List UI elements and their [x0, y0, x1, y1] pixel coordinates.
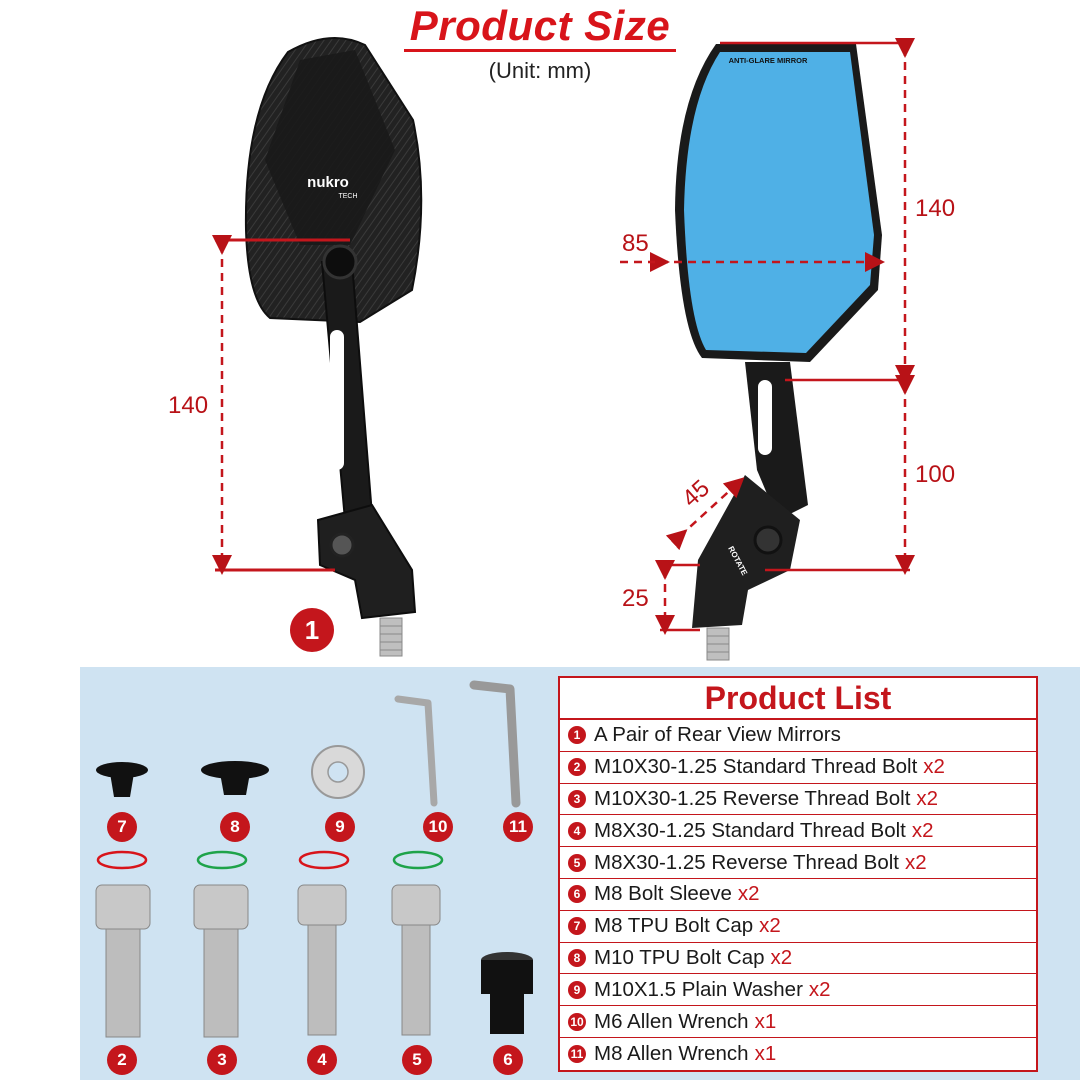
rotate-arrow-standard [196, 850, 248, 870]
unit-note: (Unit: mm) [488, 58, 592, 83]
left-mirror-thread [379, 617, 403, 657]
row-number-badge: 11 [568, 1044, 586, 1063]
row-number-badge: 9 [568, 980, 586, 999]
tpu-cap-m10 [201, 761, 269, 795]
tpu-cap-m8 [96, 762, 148, 797]
badge-mirror: 1 [290, 608, 334, 652]
rotate-arrow-reverse [96, 850, 148, 870]
dim-right-stem: 100 [915, 461, 956, 488]
part-badge-3: 3 [207, 1045, 237, 1075]
part-badge-9: 9 [325, 812, 355, 842]
row-number-badge: 7 [568, 917, 586, 936]
allen-wrench-m6 [394, 695, 438, 807]
row-item-text: M8 Allen Wrench [594, 1041, 749, 1065]
left-mirror-arm-slot [330, 330, 344, 470]
bolt-m10-standard [95, 884, 151, 1038]
right-mirror-mount [692, 475, 800, 628]
row-number-badge: 5 [568, 853, 586, 872]
row-item-qty: x1 [754, 1041, 777, 1065]
left-mirror-pivot [322, 244, 358, 280]
row-item-qty: x2 [808, 977, 831, 1001]
dim-left-arm: 140 [168, 392, 209, 419]
right-mirror-glass [684, 52, 874, 353]
part-badge-2: 2 [107, 1045, 137, 1075]
product-list-title: Product List [560, 678, 1036, 720]
part-badge-4: 4 [307, 1045, 337, 1075]
row-item-text: M6 Allen Wrench [594, 1009, 749, 1033]
row-number-badge: 8 [568, 948, 586, 967]
row-item-qty: x2 [770, 945, 793, 969]
left-mirror-facet [265, 50, 395, 245]
part-badge-10: 10 [423, 812, 453, 842]
dim-right-base: 25 [622, 585, 649, 612]
product-list: Product List 1 A Pair of Rear View Mirror… [558, 676, 1038, 1072]
row-number-badge: 6 [568, 885, 586, 904]
row-item-text: M8 Bolt Sleeve [594, 882, 732, 906]
parts-illustration [95, 680, 533, 1038]
part-badge-7: 7 [107, 812, 137, 842]
bolt-m8-reverse [391, 884, 441, 1036]
right-mirror-arm-slot [758, 380, 772, 455]
row-item-text: M8 TPU Bolt Cap [594, 914, 754, 938]
row-item-qty: x2 [905, 850, 927, 874]
row-number-badge: 4 [568, 821, 586, 840]
row-item-text: A Pair of Rear View Mirrors [594, 723, 841, 747]
part-badge-5: 5 [402, 1045, 432, 1075]
row-number-badge: 2 [568, 758, 586, 777]
row-item-qty: x2 [911, 818, 934, 842]
left-mirror-brand-sub: TECH [338, 193, 357, 200]
row-item-qty: x2 [759, 914, 781, 938]
row-number-badge: 1 [568, 726, 586, 745]
row-item-qty: x2 [916, 786, 939, 810]
row-item-qty: x2 [923, 755, 945, 779]
row-item-text: M10X1.5 Plain Washer [594, 977, 803, 1001]
row-item-text: M10 TPU Bolt Cap [594, 945, 765, 969]
rotate-arrow-standard-2 [392, 850, 444, 870]
product-list-row: 1 A Pair of Rear View Mirrors [560, 720, 1036, 752]
right-mirror-mount-bolt [753, 525, 783, 555]
plain-washer [311, 745, 365, 799]
left-mirror-mount [316, 503, 417, 620]
part-badge-11: 11 [503, 812, 533, 842]
part-badge-8: 8 [220, 812, 250, 842]
part-badge-6: 6 [493, 1045, 523, 1075]
right-mirror-glass-label: ANTI-GLARE MIRROR [729, 56, 808, 65]
dim-right-width: 85 [622, 230, 649, 257]
bolt-m8-standard [297, 884, 347, 1036]
row-item-text: M10X30-1.25 Reverse Thread Bolt [594, 786, 911, 810]
row-item-text: M8X30-1.25 Reverse Thread Bolt [594, 850, 900, 874]
row-item-text: M8X30-1.25 Standard Thread Bolt [594, 818, 906, 842]
rotate-arrow-reverse-2 [298, 850, 350, 870]
row-item-qty: x2 [737, 882, 760, 906]
page-title-text: Product Size [403, 2, 677, 52]
mirror-diagram: nukro TECH ANTI-GLARE MIRROR ROTATE [212, 36, 915, 661]
bolt-sleeve [481, 952, 533, 1034]
left-mirror: nukro TECH [212, 36, 423, 657]
left-mirror-brand: nukro [307, 174, 349, 191]
allen-wrench-m8 [469, 680, 521, 808]
right-mirror: ANTI-GLARE MIRROR ROTATE [620, 38, 915, 661]
row-number-badge: 3 [568, 789, 586, 808]
row-number-badge: 10 [568, 1012, 586, 1031]
row-item-text: M10X30-1.25 Standard Thread Bolt [594, 755, 918, 779]
row-item-qty: x1 [754, 1009, 777, 1033]
page-title: Product Size [0, 2, 1080, 52]
dim-right-height: 140 [915, 195, 956, 222]
left-mirror-mount-bolt [329, 532, 355, 558]
bolt-m10-reverse [193, 884, 249, 1038]
